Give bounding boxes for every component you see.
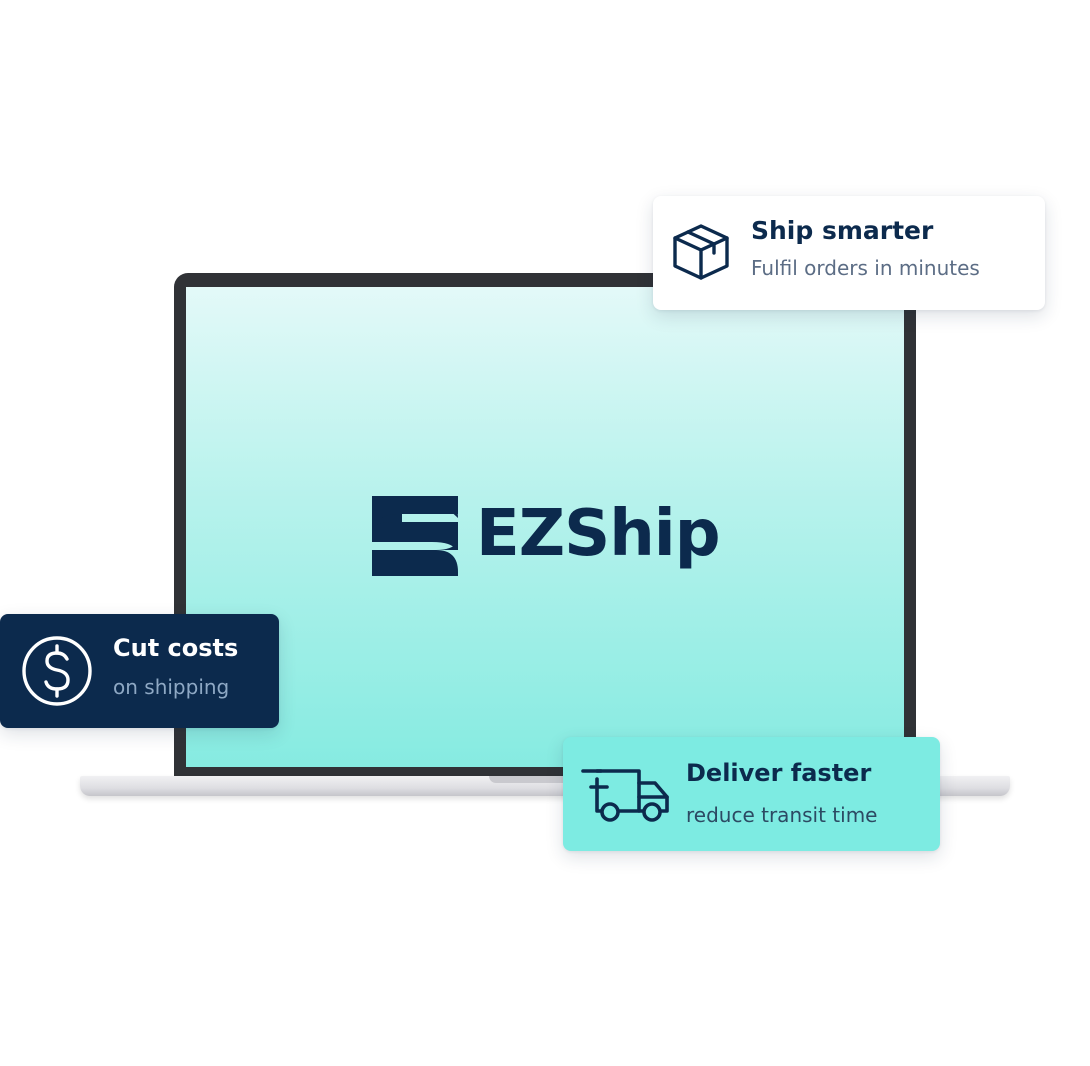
laptop-notch — [489, 776, 601, 783]
brand-name: EZShip — [476, 497, 721, 571]
deliver-faster-card: Deliver faster reduce transit time — [563, 737, 940, 851]
cut-costs-card: Cut costs on shipping — [0, 614, 279, 728]
ezship-logo-icon — [372, 492, 458, 576]
card-subtitle: on shipping — [113, 675, 230, 699]
dollar-circle-icon — [20, 634, 94, 708]
card-subtitle: reduce transit time — [686, 803, 878, 827]
ship-smarter-card: Ship smarter Fulfil orders in minutes — [653, 196, 1045, 310]
delivery-truck-icon — [581, 763, 671, 827]
card-title: Deliver faster — [686, 759, 872, 787]
card-subtitle: Fulfil orders in minutes — [751, 256, 980, 280]
card-title: Cut costs — [113, 634, 239, 662]
package-box-icon — [669, 220, 733, 284]
brand-logo: EZShip — [0, 490, 1090, 580]
card-title: Ship smarter — [751, 216, 934, 245]
laptop-screen — [186, 287, 904, 767]
